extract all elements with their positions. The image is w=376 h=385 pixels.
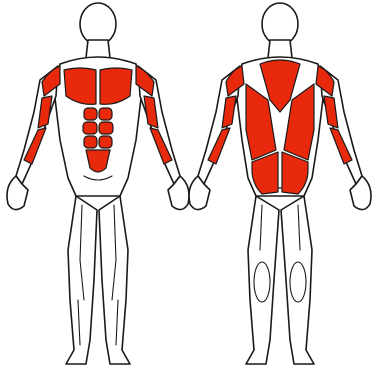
back-neck: [268, 40, 292, 58]
front-abdominal-6: [99, 136, 112, 148]
back-left-hand: [189, 176, 210, 210]
front-abdominal-1: [84, 108, 97, 120]
back-figure: [189, 3, 371, 364]
back-right-hand: [350, 176, 371, 210]
front-head: [80, 3, 116, 45]
front-right-hand: [168, 176, 189, 210]
back-head: [262, 3, 298, 45]
front-abdominal-4: [99, 122, 113, 134]
front-left-hand: [7, 176, 28, 210]
front-abdominal-5: [84, 136, 97, 148]
back-left-leg: [246, 196, 279, 364]
front-abdominal-3: [83, 122, 97, 134]
back-right-leg: [281, 196, 314, 364]
front-abdominal-2: [99, 108, 112, 120]
front-figure: [7, 3, 189, 364]
front-neck: [86, 40, 110, 58]
